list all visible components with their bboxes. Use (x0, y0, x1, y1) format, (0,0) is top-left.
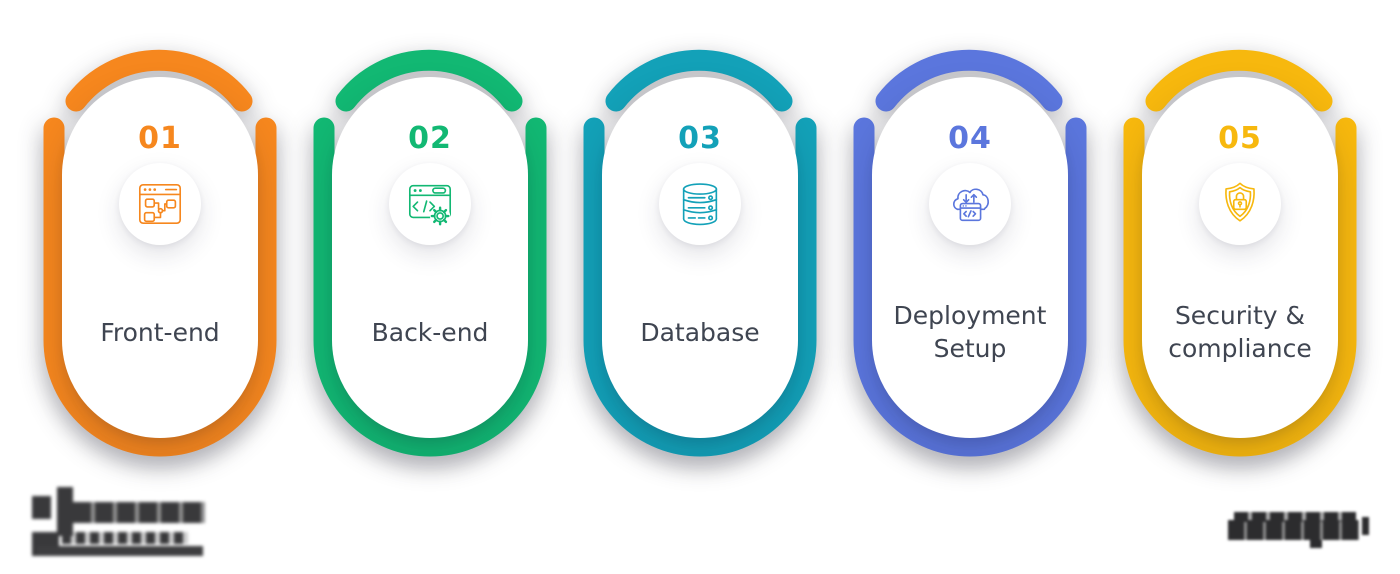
watermark-block (73, 502, 205, 523)
cloud-code-deploy-icon (952, 188, 989, 222)
pill-ring-decoration (313, 49, 547, 457)
step-number: 02 (408, 121, 452, 156)
blurred-watermark-logo-left (32, 487, 208, 557)
steps-row: 01 Front-end (35, 45, 1365, 475)
watermark-block (1310, 540, 1322, 548)
card-front-end: 01 Front-end (35, 45, 285, 475)
icon-circle (659, 163, 741, 245)
step-label: Deployment Setup (893, 301, 1047, 363)
step-label: Security & compliance (1168, 301, 1312, 363)
card-security-compliance: 05 Security & compliance (1115, 45, 1365, 475)
card-back-end: 02 (305, 45, 555, 475)
pill-ring-decoration (1123, 49, 1357, 457)
pill-ring-decoration (853, 49, 1087, 457)
step-number: 03 (678, 121, 722, 156)
icon-circle (389, 163, 471, 245)
card-body: 01 Front-end (62, 77, 258, 438)
database-stack-icon (682, 183, 718, 226)
browser-code-gear-icon (408, 184, 452, 227)
blurred-watermark-logo-right (1228, 510, 1369, 550)
icon-circle (1199, 163, 1281, 245)
watermark-block (37, 546, 203, 556)
step-label: Database (640, 317, 760, 347)
pill-ring-decoration (583, 49, 817, 457)
icon-circle (929, 163, 1011, 245)
step-number: 04 (948, 121, 992, 156)
step-label: Back-end (371, 317, 489, 347)
card-deployment-setup: 04 Deployment Setup (845, 45, 1095, 475)
card-body: 02 (332, 77, 528, 438)
card-body: 03 Database (602, 77, 798, 438)
step-number: 01 (138, 121, 182, 156)
card-body: 04 Deployment Setup (872, 77, 1068, 438)
watermark-block (1362, 517, 1369, 535)
watermark-block (57, 487, 73, 536)
watermark-block (62, 532, 188, 544)
pill-ring-decoration (43, 49, 277, 457)
browser-sitemap-icon (138, 183, 182, 225)
watermark-block (1228, 520, 1359, 540)
step-label: Front-end (100, 317, 220, 347)
watermark-block (32, 496, 51, 519)
icon-circle (119, 163, 201, 245)
shield-lock-icon (1225, 182, 1255, 222)
step-number: 05 (1218, 121, 1262, 156)
card-body: 05 Security & compliance (1142, 77, 1338, 438)
card-database: 03 Database (575, 45, 825, 475)
watermark-block (1234, 512, 1356, 522)
